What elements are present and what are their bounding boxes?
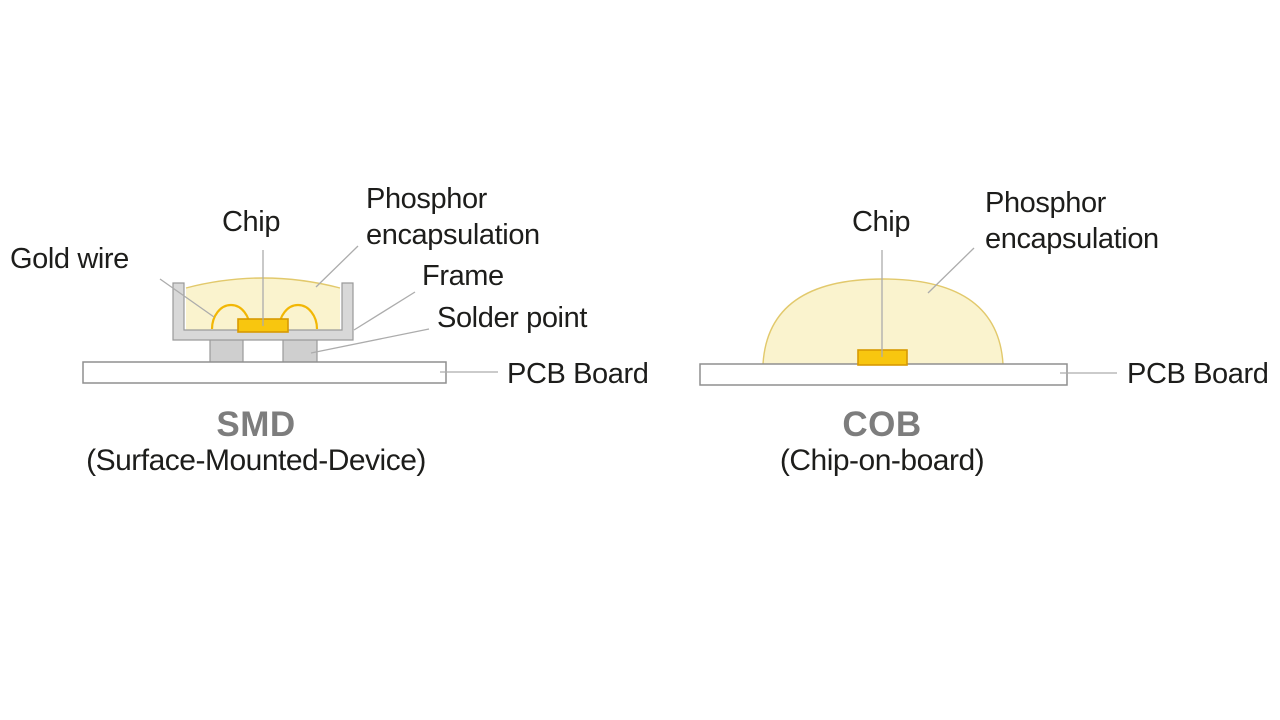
cob-phosphor-label-line2: encapsulation	[985, 223, 1159, 255]
cob-chip-label: Chip	[852, 206, 911, 238]
cob-graphic	[699, 247, 1117, 386]
gold-wire-leader-line	[159, 278, 215, 318]
smd-phosphor-label-line1: Phosphor	[366, 183, 487, 215]
smd-solder-point-right	[282, 337, 318, 364]
smd-title: SMD	[216, 405, 296, 444]
smd-pcb-label: PCB Board	[507, 358, 649, 390]
smd-graphic	[82, 245, 498, 384]
solder-point-leader-line	[310, 328, 430, 354]
solder-point-label: Solder point	[437, 302, 587, 334]
cob-phosphor-label-line1: Phosphor	[985, 187, 1106, 219]
smd-phosphor-leader-line	[315, 245, 359, 288]
smd-subtitle: (Surface-Mounted-Device)	[86, 444, 426, 477]
cob-subtitle: (Chip-on-board)	[779, 444, 985, 477]
frame-leader-line	[353, 291, 416, 331]
smd-solder-point-left	[209, 337, 244, 364]
smd-leader-lines	[159, 245, 498, 373]
smd-phosphor-label: Phosphor encapsulation	[366, 181, 540, 253]
smd-chip-label: Chip	[222, 206, 281, 238]
cob-title: COB	[842, 405, 922, 444]
cob-phosphor-encapsulation	[763, 279, 1003, 364]
smd-phosphor-label-line2: encapsulation	[366, 219, 540, 251]
cob-phosphor-label: Phosphor encapsulation	[985, 185, 1159, 257]
frame-label: Frame	[422, 260, 504, 292]
cob-pcb-board	[699, 363, 1068, 386]
gold-wire-label: Gold wire	[10, 243, 129, 275]
cob-pcb-label: PCB Board	[1127, 358, 1269, 390]
smd-frame	[172, 282, 354, 341]
smd-pcb-board	[82, 361, 447, 384]
cob-phosphor-leader-line	[927, 247, 975, 294]
cob-leader-lines	[881, 247, 1117, 374]
cob-phosphor-outline	[762, 278, 1004, 365]
